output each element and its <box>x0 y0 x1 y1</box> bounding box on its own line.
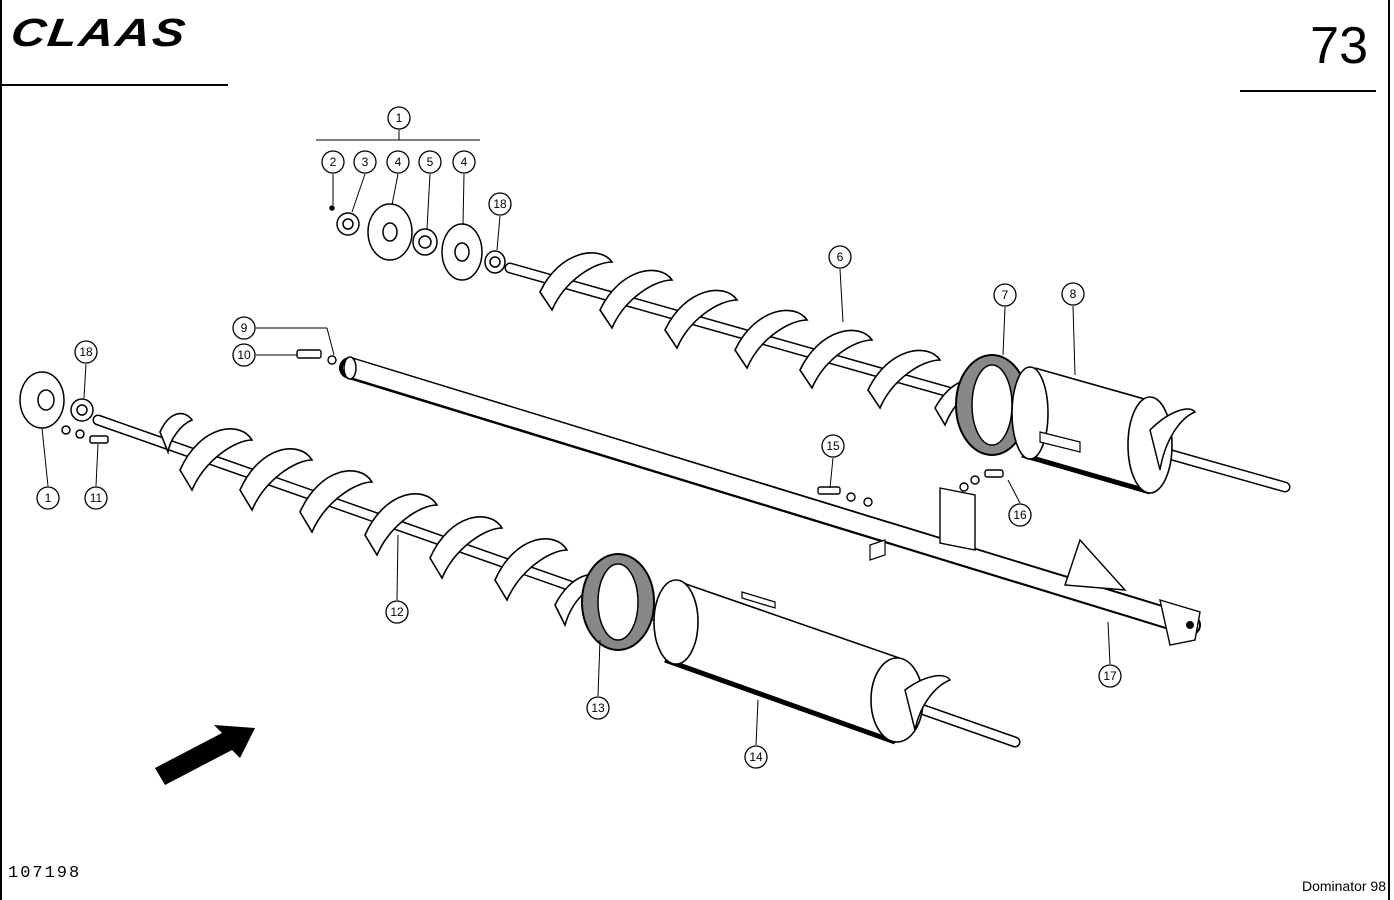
callout-4-right: 4 <box>452 150 476 174</box>
upper-bearing-parts <box>329 203 506 281</box>
callout-8: 8 <box>1061 282 1085 306</box>
model-name: Dominator 98 <box>1301 878 1386 894</box>
svg-text:12: 12 <box>390 605 404 619</box>
callout-7: 7 <box>993 283 1017 307</box>
svg-text:4: 4 <box>461 155 468 169</box>
svg-text:4: 4 <box>395 155 402 169</box>
page-number: 73 <box>1310 17 1368 75</box>
callout-14: 14 <box>744 745 768 769</box>
upper-reinforcing-ring <box>955 354 1029 456</box>
frame-left-border <box>0 0 2 900</box>
callout-16: 16 <box>1008 503 1032 527</box>
callout-6: 6 <box>828 245 852 269</box>
svg-text:11: 11 <box>90 491 103 505</box>
callout-1-assembly: 1 <box>387 106 411 130</box>
callout-15: 15 <box>821 434 845 458</box>
lower-discharge-drum <box>653 579 952 745</box>
svg-text:1: 1 <box>396 111 403 125</box>
svg-text:10: 10 <box>237 348 251 362</box>
callout-13: 13 <box>586 696 610 720</box>
tube-fasteners <box>296 349 1004 507</box>
lower-auger-flights <box>159 412 607 628</box>
direction-arrow-icon <box>155 725 255 785</box>
svg-text:6: 6 <box>837 250 844 264</box>
svg-text:2: 2 <box>330 155 337 169</box>
callout-5: 5 <box>418 150 442 174</box>
callout-10: 10 <box>232 343 256 367</box>
drawing-number: 107198 <box>8 864 82 883</box>
lower-bearing-parts <box>19 371 109 444</box>
callout-18-left: 18 <box>74 340 98 364</box>
frame-right-border <box>1388 0 1390 900</box>
svg-text:16: 16 <box>1013 508 1027 522</box>
callout-18-top: 18 <box>488 192 512 216</box>
upper-auger-flights <box>539 252 990 427</box>
callout-9: 9 <box>232 316 256 340</box>
upper-discharge-drum <box>1011 366 1197 495</box>
svg-text:8: 8 <box>1070 287 1077 301</box>
svg-text:1: 1 <box>45 491 52 505</box>
callout-11: 11 <box>84 486 108 510</box>
callout-17: 17 <box>1098 664 1122 688</box>
svg-text:17: 17 <box>1103 669 1117 683</box>
svg-text:5: 5 <box>427 155 434 169</box>
svg-text:18: 18 <box>79 345 93 359</box>
svg-text:7: 7 <box>1002 288 1009 302</box>
callout-2: 2 <box>321 150 345 174</box>
svg-text:14: 14 <box>749 750 763 764</box>
lower-reinforcing-ring <box>581 553 655 651</box>
svg-text:9: 9 <box>241 321 248 335</box>
callout-3: 3 <box>353 150 377 174</box>
svg-text:13: 13 <box>591 701 605 715</box>
svg-text:3: 3 <box>362 155 369 169</box>
leader-lines <box>41 130 1111 746</box>
callout-12: 12 <box>385 600 409 624</box>
page-number-underline <box>1240 90 1376 92</box>
support-tube <box>339 356 1201 646</box>
brand-underline <box>0 84 228 86</box>
callout-4-left: 4 <box>386 150 410 174</box>
svg-text:15: 15 <box>826 439 840 453</box>
svg-text:18: 18 <box>493 197 507 211</box>
callout-1-left: 1 <box>36 486 60 510</box>
